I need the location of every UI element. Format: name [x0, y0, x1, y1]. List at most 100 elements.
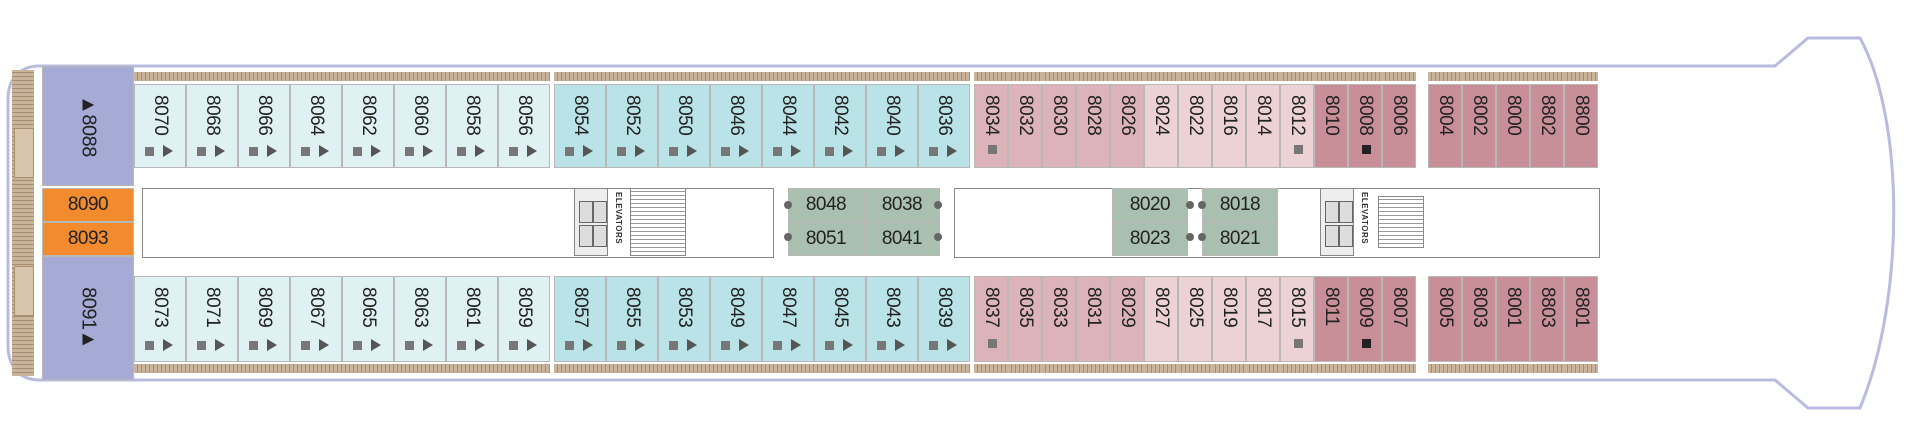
cabin-8023[interactable]: 8023 — [1112, 222, 1188, 256]
cabin-8046[interactable]: 8046 — [710, 84, 762, 168]
cabin-8006[interactable]: 8006 — [1382, 84, 1416, 168]
deck-plank — [1246, 72, 1280, 81]
cabin-8027[interactable]: 8027 — [1144, 276, 1178, 362]
cabin-8004[interactable]: 8004 — [1428, 84, 1462, 168]
cabin-8033-number: 8033 — [1049, 287, 1070, 328]
cabin-8801[interactable]: 8801 — [1564, 276, 1598, 362]
balcony-arrow-icon — [635, 145, 645, 157]
cabin-8039-number: 8039 — [934, 287, 955, 328]
cabin-8008[interactable]: 8008 — [1348, 84, 1382, 168]
stairs-aft[interactable] — [630, 188, 686, 256]
suite-8088[interactable]: ▲8088 — [42, 66, 134, 186]
cabin-8026[interactable]: 8026 — [1110, 84, 1144, 168]
cabin-8017[interactable]: 8017 — [1246, 276, 1280, 362]
cabin-8003[interactable]: 8003 — [1462, 276, 1496, 362]
cabin-8043[interactable]: 8043 — [866, 276, 918, 362]
deck-plank — [1496, 364, 1530, 373]
aft-cabin-bottom-left[interactable] — [14, 266, 34, 316]
balcony-arrow-icon — [267, 145, 277, 157]
cabin-8016[interactable]: 8016 — [1212, 84, 1246, 168]
cabin-8012[interactable]: 8012 — [1280, 84, 1314, 168]
cabin-8071[interactable]: 8071 — [186, 276, 238, 362]
cabin-8014[interactable]: 8014 — [1246, 84, 1280, 168]
cabin-8050-number: 8050 — [674, 95, 695, 136]
cabin-8059[interactable]: 8059 — [498, 276, 550, 362]
deck-plank — [1348, 364, 1382, 373]
cabin-8047[interactable]: 8047 — [762, 276, 814, 362]
cabin-8010-number: 8010 — [1321, 95, 1342, 136]
elevator-aft-left[interactable] — [574, 188, 608, 256]
cabin-8044[interactable]: 8044 — [762, 84, 814, 168]
cabin-8049[interactable]: 8049 — [710, 276, 762, 362]
cabin-8052[interactable]: 8052 — [606, 84, 658, 168]
cabin-8001[interactable]: 8001 — [1496, 276, 1530, 362]
cabin-8073[interactable]: 8073 — [134, 276, 186, 362]
cabin-8038[interactable]: 8038 — [864, 188, 940, 222]
cabin-8028[interactable]: 8028 — [1076, 84, 1110, 168]
cabin-8024[interactable]: 8024 — [1144, 84, 1178, 168]
cabin-8060[interactable]: 8060 — [394, 84, 446, 168]
elevator-forward[interactable] — [1320, 188, 1354, 256]
cabin-8090[interactable]: 8090 — [42, 188, 134, 222]
cabin-8057[interactable]: 8057 — [554, 276, 606, 362]
cabin-8064[interactable]: 8064 — [290, 84, 342, 168]
cabin-8019[interactable]: 8019 — [1212, 276, 1246, 362]
cabin-8068[interactable]: 8068 — [186, 84, 238, 168]
cabin-8021[interactable]: 8021 — [1202, 222, 1278, 256]
cabin-8000[interactable]: 8000 — [1496, 84, 1530, 168]
cabin-8007[interactable]: 8007 — [1382, 276, 1416, 362]
cabin-8033[interactable]: 8033 — [1042, 276, 1076, 362]
cabin-8002[interactable]: 8002 — [1462, 84, 1496, 168]
cabin-8063[interactable]: 8063 — [394, 276, 446, 362]
cabin-8056[interactable]: 8056 — [498, 84, 550, 168]
cabin-8054[interactable]: 8054 — [554, 84, 606, 168]
cabin-8020[interactable]: 8020 — [1112, 188, 1188, 222]
cabin-8005[interactable]: 8005 — [1428, 276, 1462, 362]
cabin-8070[interactable]: 8070 — [134, 84, 186, 168]
cabin-8802[interactable]: 8802 — [1530, 84, 1564, 168]
cabin-8001-number: 8001 — [1503, 287, 1524, 328]
cabin-8061[interactable]: 8061 — [446, 276, 498, 362]
cabin-8032[interactable]: 8032 — [1008, 84, 1042, 168]
cabin-8048[interactable]: 8048 — [788, 188, 864, 222]
cabin-8036[interactable]: 8036 — [918, 84, 970, 168]
suite-8091[interactable]: 8091▲ — [42, 256, 134, 380]
cabin-8039[interactable]: 8039 — [918, 276, 970, 362]
cabin-8067[interactable]: 8067 — [290, 276, 342, 362]
stairs-forward[interactable] — [1378, 196, 1424, 248]
cabin-8040[interactable]: 8040 — [866, 84, 918, 168]
cabin-8093[interactable]: 8093 — [42, 222, 134, 256]
cabin-8055[interactable]: 8055 — [606, 276, 658, 362]
cabin-8035[interactable]: 8035 — [1008, 276, 1042, 362]
cabin-8009[interactable]: 8009 — [1348, 276, 1382, 362]
cabin-8041[interactable]: 8041 — [864, 222, 940, 256]
bed-icon — [669, 147, 678, 156]
cabin-8050[interactable]: 8050 — [658, 84, 710, 168]
cabin-8015[interactable]: 8015 — [1280, 276, 1314, 362]
cabin-8025[interactable]: 8025 — [1178, 276, 1212, 362]
cabin-8042[interactable]: 8042 — [814, 84, 866, 168]
cabin-8066[interactable]: 8066 — [238, 84, 290, 168]
deck-plank — [1008, 364, 1042, 373]
aft-cabin-top-left[interactable] — [14, 128, 34, 178]
cabin-8803[interactable]: 8803 — [1530, 276, 1564, 362]
cabin-8037[interactable]: 8037 — [974, 276, 1008, 362]
cabin-8065[interactable]: 8065 — [342, 276, 394, 362]
cabin-8045[interactable]: 8045 — [814, 276, 866, 362]
cabin-8058[interactable]: 8058 — [446, 84, 498, 168]
cabin-8010[interactable]: 8010 — [1314, 84, 1348, 168]
cabin-8011[interactable]: 8011 — [1314, 276, 1348, 362]
cabin-8053[interactable]: 8053 — [658, 276, 710, 362]
cabin-8069[interactable]: 8069 — [238, 276, 290, 362]
cabin-8034[interactable]: 8034 — [974, 84, 1008, 168]
cabin-8051[interactable]: 8051 — [788, 222, 864, 256]
cabin-8062[interactable]: 8062 — [342, 84, 394, 168]
cabin-8031[interactable]: 8031 — [1076, 276, 1110, 362]
cabin-8030[interactable]: 8030 — [1042, 84, 1076, 168]
bed-icon — [405, 341, 414, 350]
cabin-8800[interactable]: 8800 — [1564, 84, 1598, 168]
cabin-8018[interactable]: 8018 — [1202, 188, 1278, 222]
cabin-8029[interactable]: 8029 — [1110, 276, 1144, 362]
bed-icon — [1362, 339, 1371, 348]
cabin-8022[interactable]: 8022 — [1178, 84, 1212, 168]
